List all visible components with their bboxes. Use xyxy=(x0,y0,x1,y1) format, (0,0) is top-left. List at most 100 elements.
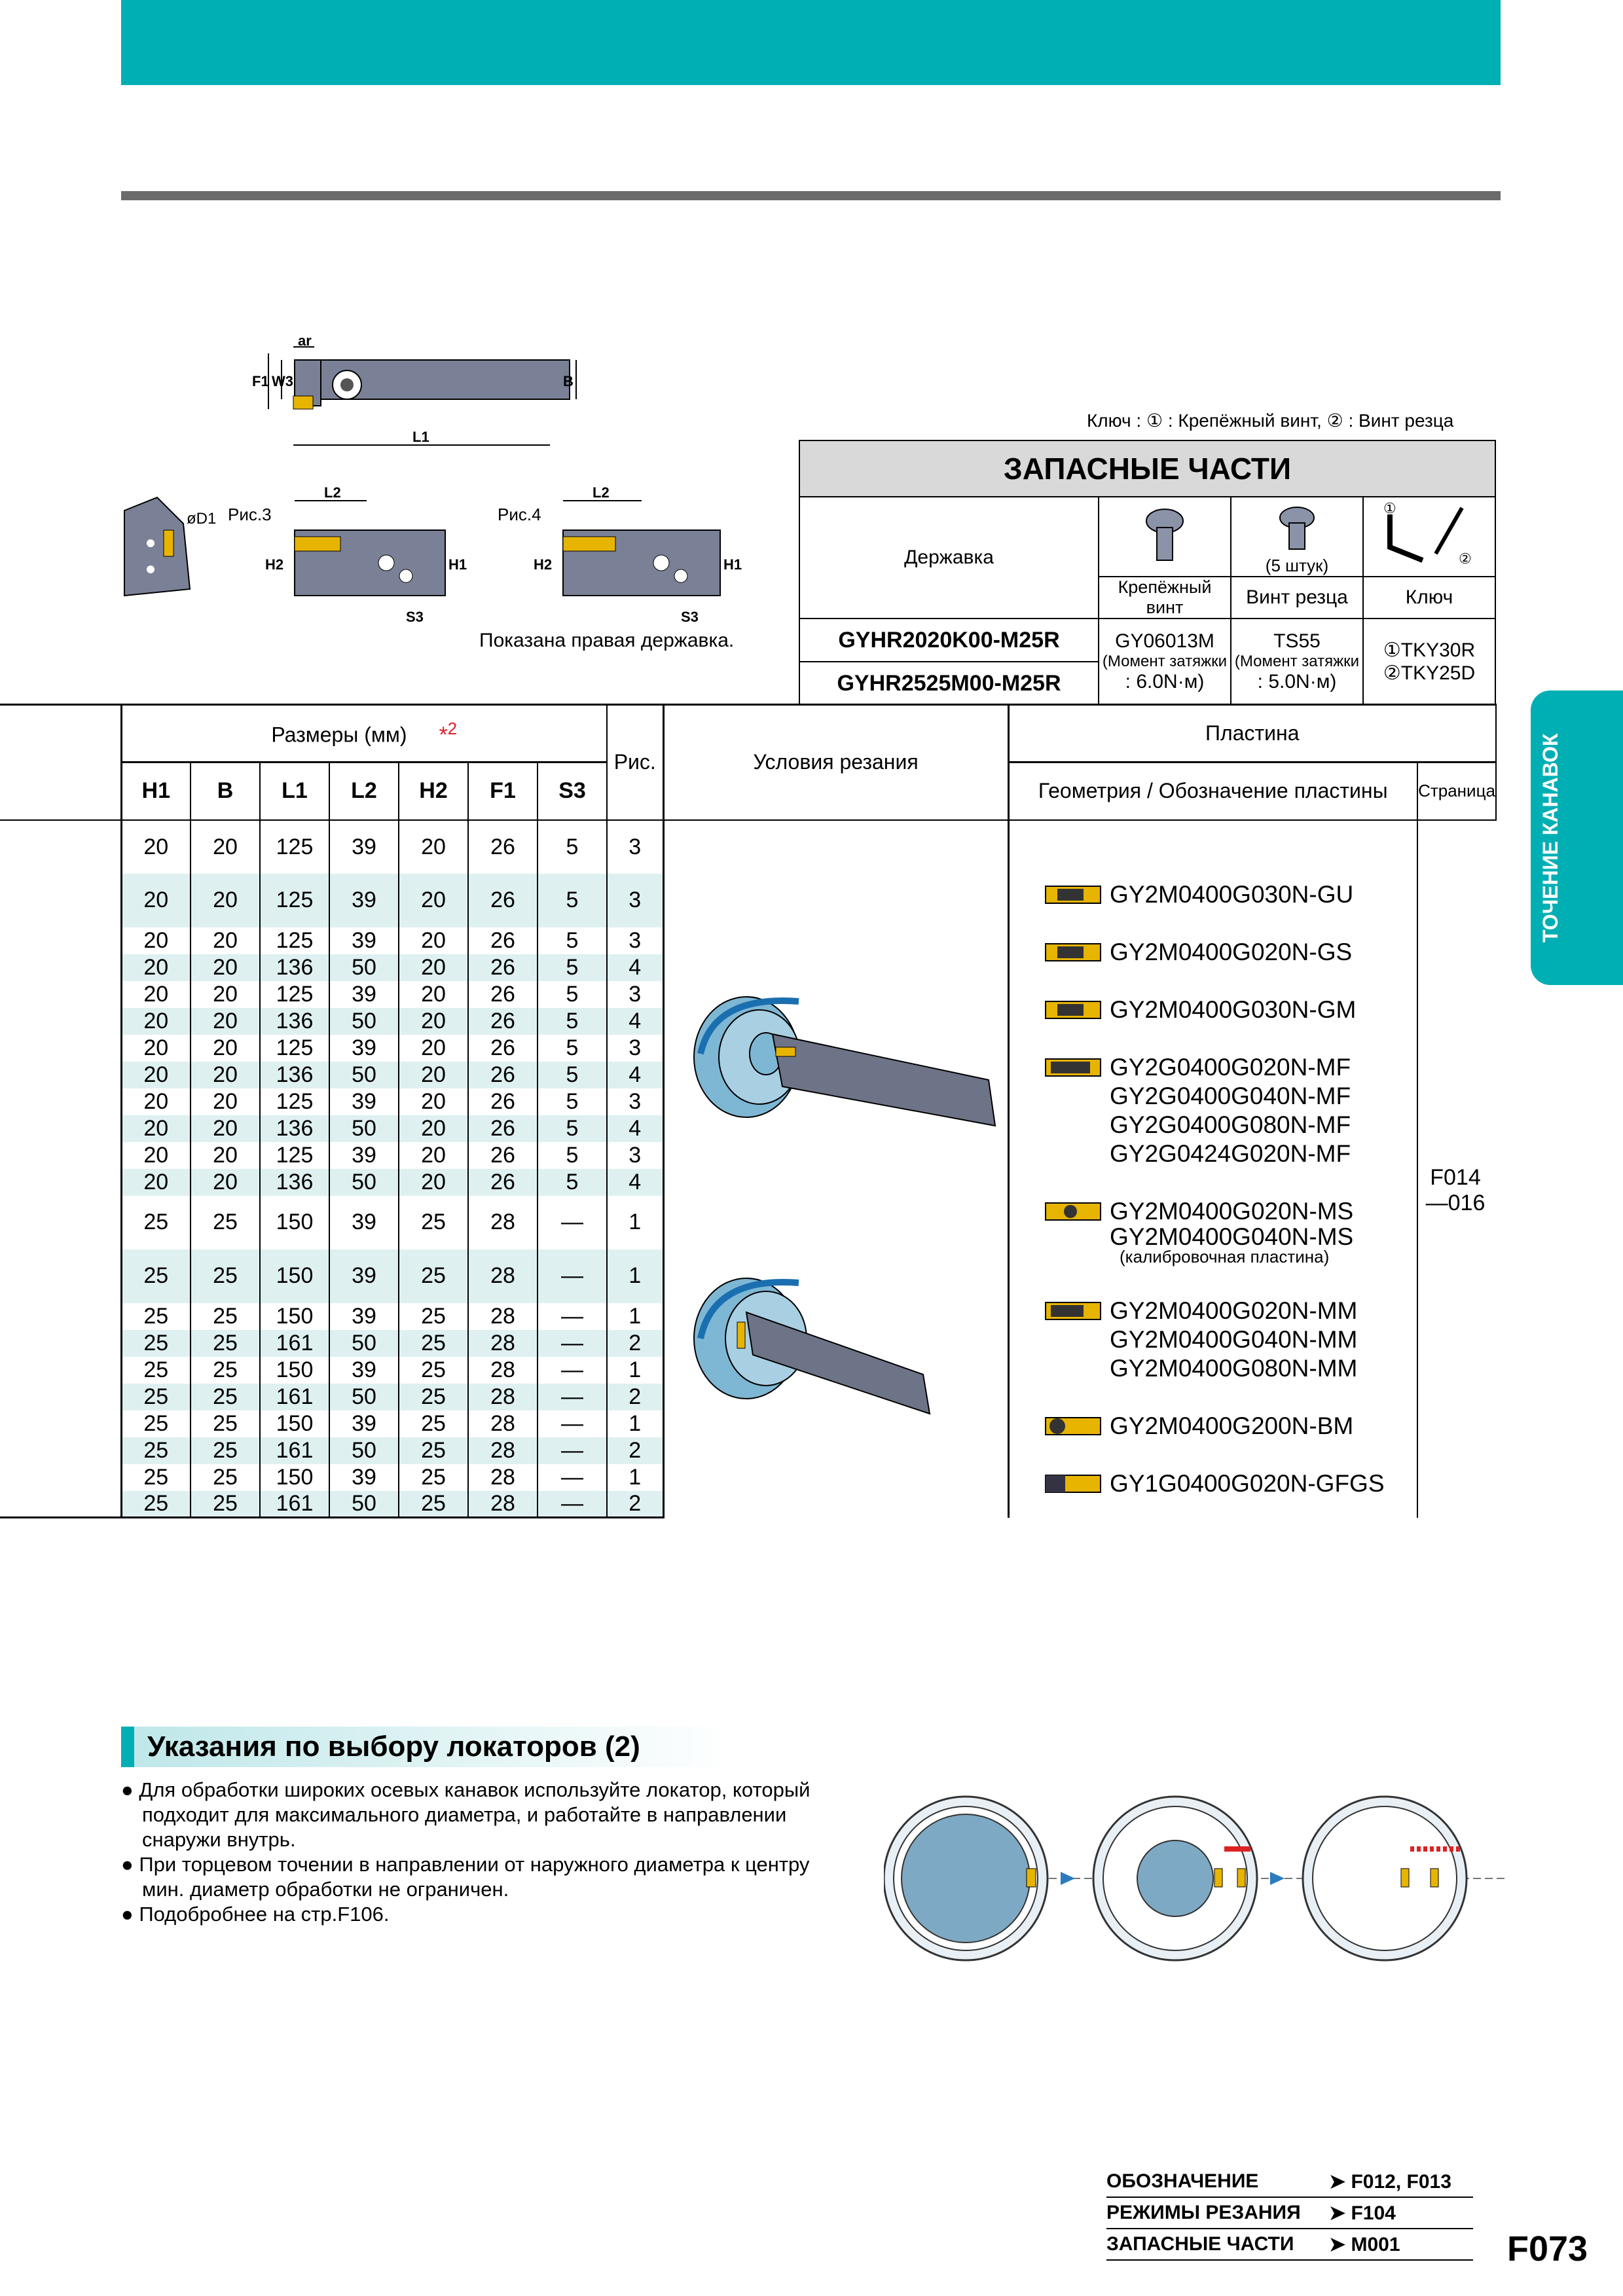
locator-bullets: ● Для обработки широких осевых канавок и… xyxy=(121,1778,828,1927)
screw-col-header: Винт резца xyxy=(1230,576,1364,619)
cell-dim: 20 xyxy=(191,873,261,927)
footer-row-spare[interactable]: ЗАПАСНЫЕ ЧАСТИ➤ M001 xyxy=(1106,2229,1473,2261)
cell-dim: 26 xyxy=(468,1115,538,1142)
cell-dim: 39 xyxy=(329,873,399,927)
cell-dim: 39 xyxy=(329,1463,399,1491)
cell-dim: 25 xyxy=(399,1249,469,1303)
cell-dim: 28 xyxy=(468,1249,538,1303)
bullet-3: ● Подобробнее на стр.F106. xyxy=(121,1903,390,1926)
cell-dim: 150 xyxy=(260,1249,330,1303)
cell-fig: 3 xyxy=(607,980,665,1008)
col-l1: L1 xyxy=(260,761,330,821)
svg-text:②: ② xyxy=(1459,550,1472,567)
row-blank xyxy=(0,1007,122,1035)
cell-dim: 25 xyxy=(121,1383,191,1410)
screw-code: TS55 xyxy=(1273,630,1321,652)
row-blank xyxy=(0,1463,122,1491)
svg-text:①: ① xyxy=(1383,501,1396,516)
cell-dim: 25 xyxy=(191,1195,261,1249)
col-s3: S3 xyxy=(538,761,608,821)
cell-dim: 136 xyxy=(260,1115,330,1142)
label-f1: F1 xyxy=(252,373,269,389)
cell-dim: 150 xyxy=(260,1410,330,1437)
holder-1: GYHR2020K00-M25R xyxy=(799,618,1099,662)
cell-dim: 161 xyxy=(260,1329,330,1357)
cell-dim: 26 xyxy=(468,873,538,927)
insert-gm-icon xyxy=(1045,1001,1101,1019)
clamp-torque-label: (Момент затяжки xyxy=(1102,653,1228,670)
cell-dim: 26 xyxy=(468,1168,538,1196)
row-blank xyxy=(0,927,122,954)
insert-mm: GY2M0400G020N-MM xyxy=(1044,1297,1385,1325)
cell-dim: 20 xyxy=(121,1007,191,1035)
cell-fig: 3 xyxy=(607,873,665,927)
insert-mf: GY2G0400G020N-MF xyxy=(1044,1053,1385,1082)
footer-row-designation[interactable]: ОБОЗНАЧЕНИЕ➤ F012, F013 xyxy=(1106,2166,1473,2198)
insert-mf-icon xyxy=(1045,1058,1101,1077)
cell-fig: 4 xyxy=(607,1168,665,1196)
cell-dim: 25 xyxy=(399,1410,469,1437)
cell-dim: 136 xyxy=(260,954,330,981)
cell-dim: 125 xyxy=(260,873,330,927)
footer-links: ОБОЗНАЧЕНИЕ➤ F012, F013 РЕЖИМЫ РЕЗАНИЯ➤ … xyxy=(1106,2166,1473,2261)
cell-dim: 25 xyxy=(191,1490,261,1518)
cell-dim: 25 xyxy=(191,1410,261,1437)
cell-dim: 20 xyxy=(399,1034,469,1062)
insert-ms-icon xyxy=(1045,1202,1101,1221)
cell-fig: 3 xyxy=(607,1141,665,1169)
cell-dim: 39 xyxy=(329,1034,399,1062)
cell-dim: 20 xyxy=(121,1061,191,1088)
cell-dim: — xyxy=(538,1463,608,1491)
insert-bm-icon xyxy=(1045,1417,1101,1435)
insert-mf3: GY2G0400G080N-MF xyxy=(1110,1111,1351,1138)
insert-bm: GY2M0400G200N-BM xyxy=(1044,1412,1385,1441)
cell-fig: 3 xyxy=(607,1034,665,1062)
cell-dim: 26 xyxy=(468,1007,538,1035)
cell-dim: 28 xyxy=(468,1410,538,1437)
cell-dim: — xyxy=(538,1490,608,1518)
page-ref: F014 —016 xyxy=(1425,1165,1486,1215)
cell-dim: 5 xyxy=(538,1115,608,1142)
label-h2-fig3: H2 xyxy=(265,556,283,573)
cell-dim: 125 xyxy=(260,1088,330,1115)
cell-dim: 25 xyxy=(121,1356,191,1384)
cell-dim: 136 xyxy=(260,1007,330,1035)
cell-dim: 20 xyxy=(399,873,469,927)
screw-cell: TS55 (Момент затяжки : 5.0N·м) xyxy=(1230,618,1364,706)
insert-gfgs-icon xyxy=(1045,1475,1101,1493)
row-blank xyxy=(0,1061,122,1088)
cell-dim: 39 xyxy=(329,819,399,874)
insert-header: Пластина xyxy=(1008,704,1497,763)
cell-dim: 25 xyxy=(191,1463,261,1491)
cell-dim: 28 xyxy=(468,1383,538,1410)
footer-row-cutting[interactable]: РЕЖИМЫ РЕЗАНИЯ➤ F104 xyxy=(1106,2198,1473,2229)
header-rule xyxy=(121,191,1501,200)
cell-dim: 26 xyxy=(468,819,538,874)
col-f1: F1 xyxy=(468,761,538,821)
insert-ms-note: (калибровочная пластина) xyxy=(1120,1247,1330,1266)
label-h1-fig4: H1 xyxy=(723,556,742,573)
bullet-1: ● Для обработки широких осевых канавок и… xyxy=(121,1778,811,1851)
cell-dim: 161 xyxy=(260,1383,330,1410)
cell-dim: 25 xyxy=(399,1329,469,1357)
cell-dim: 26 xyxy=(468,927,538,954)
cell-dim: 150 xyxy=(260,1195,330,1249)
cell-dim: 25 xyxy=(121,1302,191,1330)
label-l2-fig4: L2 xyxy=(593,484,610,501)
cell-dim: 20 xyxy=(191,819,261,874)
col-b: B xyxy=(191,761,261,821)
cell-dim: 20 xyxy=(399,1168,469,1196)
cell-dim: 20 xyxy=(399,927,469,954)
cell-dim: 25 xyxy=(121,1410,191,1437)
cell-dim: 20 xyxy=(121,1034,191,1062)
col-ins xyxy=(1008,819,1418,1518)
